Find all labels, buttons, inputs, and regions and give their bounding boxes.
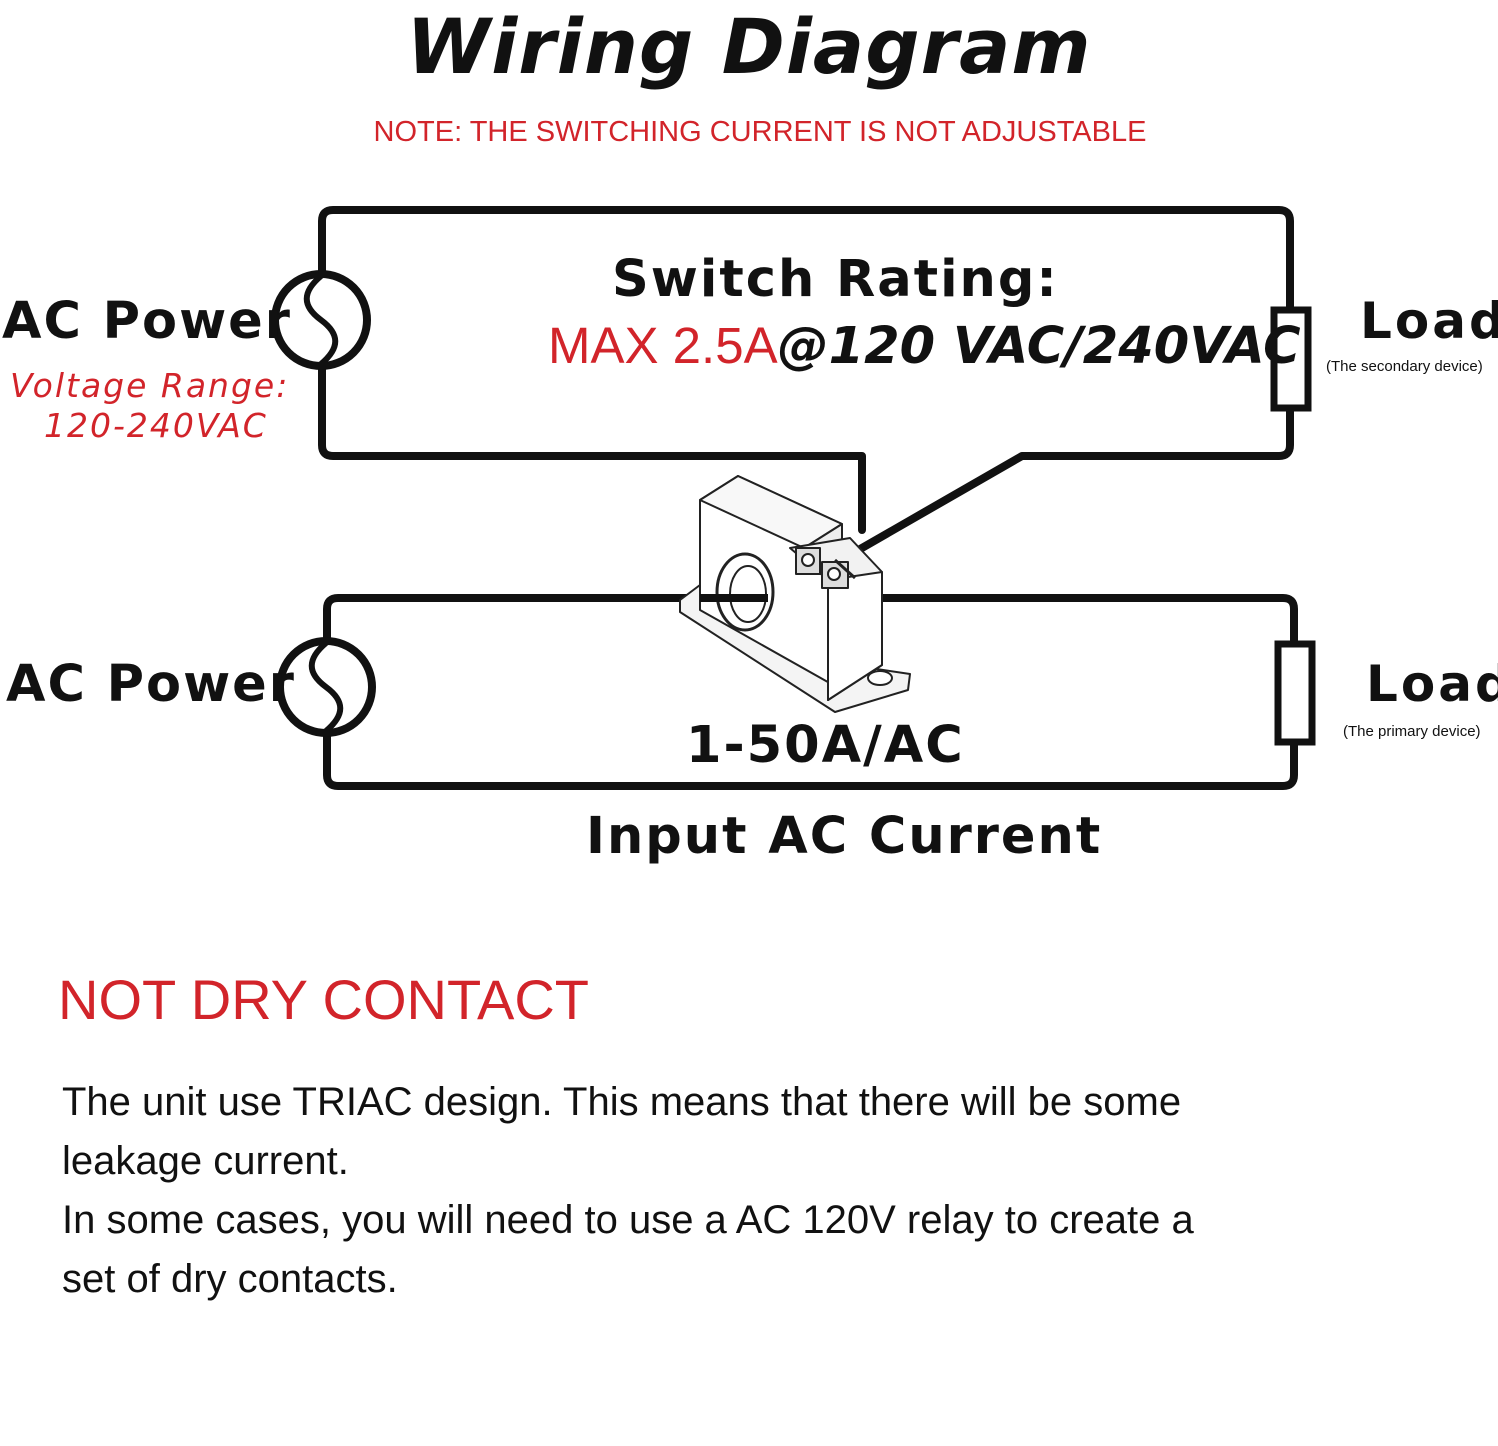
switch-rating-max: MAX 2.5A [548,317,778,374]
triac-paragraph-line-2: leakage current. [62,1139,349,1183]
ac-source-top-icon [271,270,371,370]
relay-paragraph: In some cases, you will need to use a AC… [62,1191,1194,1309]
switching-current-note: NOTE: THE SWITCHING CURRENT IS NOT ADJUS… [373,116,1147,148]
load-resistor-top-icon [1270,306,1312,412]
switch-rating-value: MAX 2.5A@120 VAC/240VAC [548,316,1301,376]
current-sensor-icon [679,475,911,713]
voltage-range-label: Voltage Range: [10,366,290,405]
relay-paragraph-line-2: set of dry contacts. [62,1257,398,1301]
relay-paragraph-line-1: In some cases, you will need to use a AC… [62,1198,1194,1242]
ac-power-label-top: AC Power [2,292,292,351]
not-dry-contact-warning: NOT DRY CONTACT [58,968,590,1031]
load-label-top: Load [1360,292,1498,350]
triac-paragraph-line-1: The unit use TRIAC design. This means th… [62,1080,1182,1124]
load-resistor-bottom-icon [1274,640,1316,746]
triac-paragraph: The unit use TRIAC design. This means th… [62,1073,1181,1191]
page-title: Wiring Diagram [406,2,1092,91]
load-label-bottom: Load [1366,655,1498,713]
bottom-circuit-wire [323,594,1298,790]
input-ac-current-label: Input AC Current [586,807,1103,866]
load-sub-top: (The secondary device) [1326,358,1483,375]
switch-rating-title: Switch Rating: [612,250,1059,309]
ac-source-bottom-icon [276,637,376,737]
switch-rating-voltage: @120 VAC/240VAC [777,317,1301,376]
current-range-label: 1-50A/AC [686,716,965,775]
load-sub-bottom: (The primary device) [1343,723,1481,740]
ac-power-label-bottom: AC Power [6,655,296,714]
voltage-range-value: 120-240VAC [44,406,268,445]
top-circuit-wire [318,206,1294,560]
